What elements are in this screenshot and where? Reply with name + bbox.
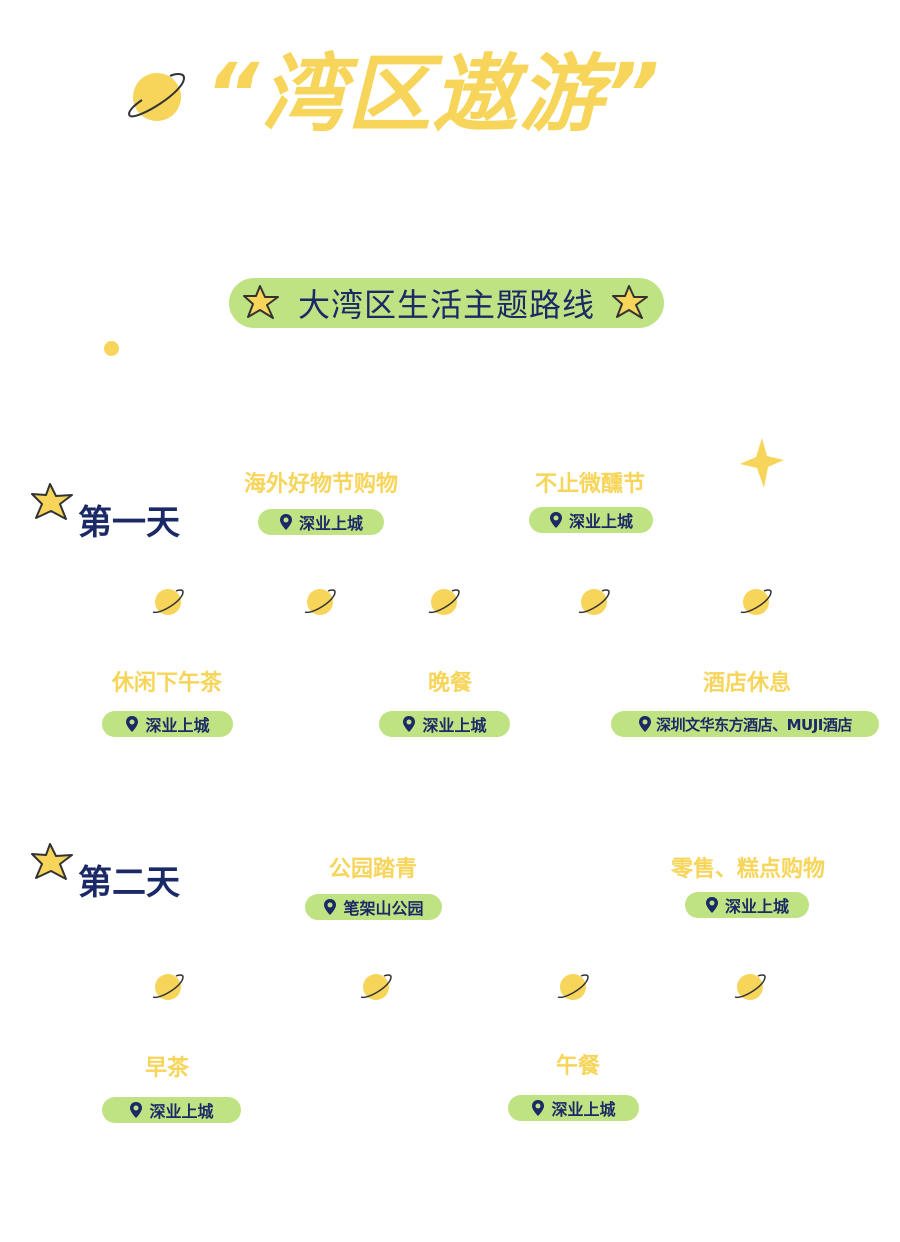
planet-icon <box>304 589 336 615</box>
route-banner: 大湾区生活主题路线 <box>229 278 664 328</box>
location-pill: 深圳文华东方酒店、MUJI酒店 <box>611 711 879 737</box>
stop-name: 午餐 <box>555 1054 600 1079</box>
location-pill: 深业上城 <box>685 892 809 918</box>
location-pin-icon <box>324 899 337 915</box>
location-pill: 深业上城 <box>102 1097 241 1123</box>
planet-icon <box>360 974 392 1000</box>
location-pin-icon <box>279 514 292 530</box>
sparkle-star-icon <box>740 438 784 488</box>
location-text: 深圳文华东方酒店、MUJI酒店 <box>656 715 852 734</box>
stop-name: 休闲下午茶 <box>111 671 222 696</box>
star-icon <box>243 285 279 319</box>
planet-icon <box>578 589 610 615</box>
location-pin-icon <box>130 1102 143 1118</box>
day-two-label: 第二天 <box>78 863 180 903</box>
planet-icon <box>152 589 184 615</box>
planet-icon <box>734 974 766 1000</box>
location-text: 深业上城 <box>422 716 487 735</box>
location-text: 深业上城 <box>298 514 363 533</box>
planet-icon <box>557 974 589 1000</box>
stop-name: 晚餐 <box>427 671 472 696</box>
location-pin-icon <box>705 897 718 913</box>
stop-name: 海外好物节购物 <box>243 472 398 497</box>
day-one-label: 第一天 <box>78 503 180 543</box>
location-text: 深业上城 <box>724 897 789 916</box>
location-pill: 深业上城 <box>379 711 510 737</box>
page-title: “湾区遨游” <box>205 45 662 143</box>
decorative-dot <box>104 341 119 356</box>
location-text: 深业上城 <box>145 716 210 735</box>
location-pin-icon <box>403 716 416 732</box>
location-text: 深业上城 <box>551 1100 616 1119</box>
location-pin-icon <box>126 716 139 732</box>
location-pill: 深业上城 <box>508 1095 639 1121</box>
stop-name: 酒店休息 <box>702 671 791 696</box>
stop-name: 早茶 <box>144 1056 189 1081</box>
planet-icon <box>428 589 460 615</box>
location-pill: 深业上城 <box>102 711 233 737</box>
location-pin-icon <box>639 716 652 732</box>
star-icon <box>31 483 73 520</box>
location-pill: 深业上城 <box>529 507 653 533</box>
location-text: 笔架山公园 <box>343 899 424 918</box>
location-pin-icon <box>532 1100 545 1116</box>
stop-name: 公园踏青 <box>328 857 417 882</box>
location-text: 深业上城 <box>149 1102 214 1121</box>
banner-text: 大湾区生活主题路线 <box>297 286 595 324</box>
stop-name: 不止微醺节 <box>534 472 645 497</box>
stop-name: 零售、糕点购物 <box>670 857 825 882</box>
planet-icon <box>128 73 186 121</box>
location-pill: 笔架山公园 <box>305 894 442 920</box>
star-icon <box>31 843 73 880</box>
planet-icon <box>740 589 772 615</box>
planet-icon <box>152 974 184 1000</box>
location-pin-icon <box>549 512 562 528</box>
location-pill: 深业上城 <box>258 509 384 535</box>
location-text: 深业上城 <box>568 512 633 531</box>
star-icon <box>612 285 648 319</box>
